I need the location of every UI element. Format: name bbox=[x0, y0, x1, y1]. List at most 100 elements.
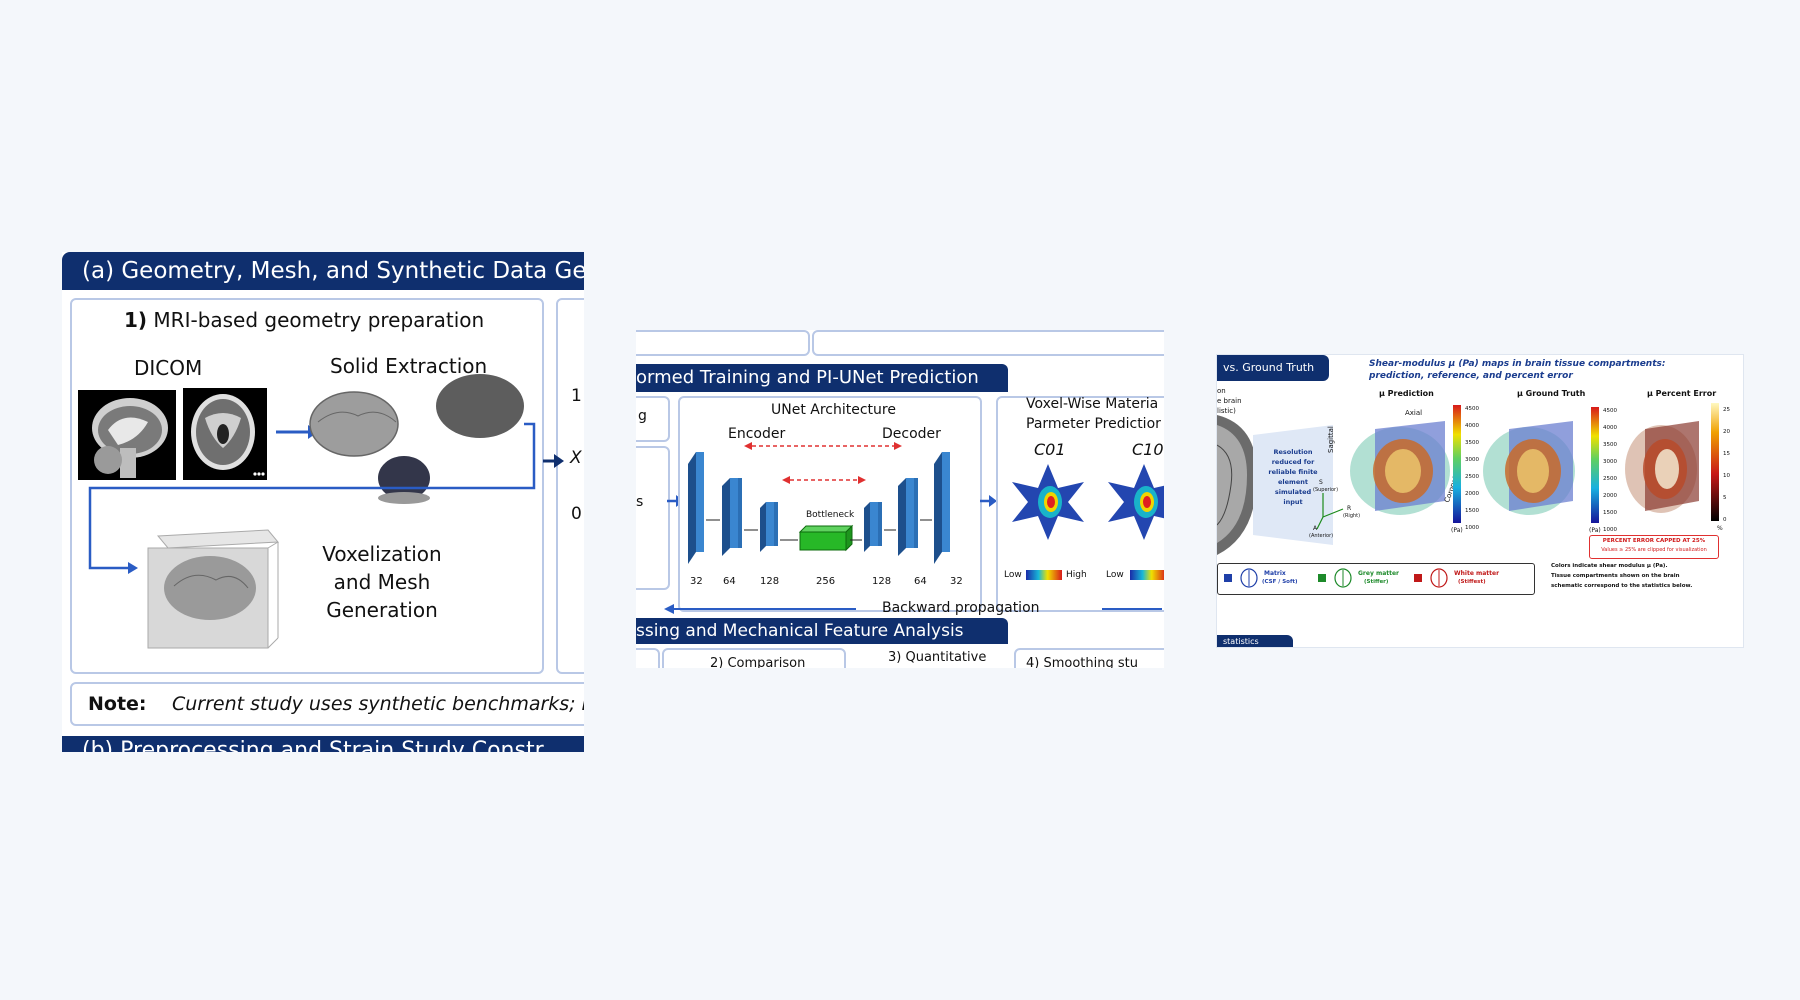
dicom-label: DICOM bbox=[134, 356, 203, 380]
sub-label-quantitative: 3) Quantitative bbox=[888, 650, 987, 665]
channel-label-3: 128 bbox=[760, 576, 780, 587]
colorbar-ground-truth-ticks: 4500 4000 3500 3000 2500 2000 1500 1000 bbox=[1603, 403, 1617, 539]
unet-title: UNet Architecture bbox=[771, 402, 896, 418]
legend-white-sub: (Stiffest) bbox=[1458, 579, 1486, 585]
brain-icon-matrix bbox=[1240, 568, 1258, 588]
col-title-ground-truth: μ Ground Truth bbox=[1517, 389, 1586, 398]
top-box-right bbox=[812, 330, 1164, 356]
resolution-line-1: Resolution bbox=[1273, 448, 1313, 456]
colorbar-2 bbox=[1130, 570, 1164, 580]
error-note-line1: PERCENT ERROR CAPPED AT 25% bbox=[1602, 538, 1706, 544]
legend-grey-name: Grey matter bbox=[1358, 570, 1400, 577]
bottleneck-block bbox=[798, 524, 854, 552]
legend-swatch-grey bbox=[1318, 574, 1326, 582]
resolution-line-6: input bbox=[1283, 498, 1303, 506]
cb1-tick: 3000 bbox=[1465, 457, 1479, 463]
note-text: Current study uses synthetic benchmarks;… bbox=[172, 693, 584, 715]
panel-a-header: (a) Geometry, Mesh, and Synthetic Data G… bbox=[62, 252, 584, 290]
colorbar-prediction bbox=[1453, 405, 1461, 523]
voxel-title-1: Voxel-Wise Materia bbox=[1026, 396, 1159, 412]
legend-note-3: schematic correspond to the statistics b… bbox=[1551, 583, 1693, 589]
bottom-header-text: statistics bbox=[1223, 637, 1259, 646]
step2-partial-1: 1 bbox=[571, 386, 582, 406]
note-label: Note: bbox=[88, 693, 147, 715]
channel-label-6: 64 bbox=[914, 576, 927, 587]
encoder-label: Encoder bbox=[728, 426, 786, 442]
c01-star-map bbox=[1012, 464, 1084, 540]
colorbar-low-1: Low bbox=[1004, 570, 1022, 580]
solid-extraction-label: Solid Extraction bbox=[330, 354, 488, 378]
cb2-tick: 1000 bbox=[1603, 527, 1617, 533]
anatomical-axes bbox=[1316, 493, 1344, 530]
percent-error-brain-map bbox=[1625, 421, 1699, 513]
backward-label: Backward propagation bbox=[882, 600, 1040, 616]
colorbar-percent-error bbox=[1711, 403, 1719, 521]
resolution-line-5: simulated bbox=[1274, 488, 1312, 496]
panel-b-header: ormed Training and PI-UNet Prediction bbox=[636, 364, 1008, 392]
skip-connections bbox=[744, 442, 902, 484]
cb1-tick: 4500 bbox=[1465, 406, 1479, 412]
unet-diagram bbox=[688, 442, 950, 564]
colorbar-high-1: High bbox=[1066, 570, 1087, 580]
colorbar-1 bbox=[1026, 570, 1062, 580]
bottleneck-label: Bottleneck bbox=[806, 510, 855, 520]
axis-r: R bbox=[1347, 505, 1352, 512]
panel-c-title-1: Shear-modulus μ (Pa) maps in brain tissu… bbox=[1369, 359, 1666, 369]
channel-label-7: 32 bbox=[950, 576, 963, 587]
arrow-to-step2 bbox=[543, 454, 564, 468]
sub-label-comparison: 2) Comparison bbox=[710, 656, 806, 668]
step2-partial-0: 0 bbox=[571, 504, 582, 524]
legend-note-1: Colors indicate shear modulus μ (Pa). bbox=[1551, 563, 1668, 569]
resolution-band bbox=[1253, 425, 1333, 545]
panel-b-next-header: (b) Preprocessing and Strain Study Const… bbox=[62, 736, 584, 752]
step2-box-partial bbox=[556, 298, 584, 674]
next-header-text: (b) Preprocessing and Strain Study Const… bbox=[82, 738, 544, 752]
axis-r-sub: (Right) bbox=[1343, 513, 1361, 519]
mri-sagittal-slice bbox=[1217, 415, 1257, 555]
step2-partial-x: X bbox=[570, 448, 582, 468]
top-box-left bbox=[636, 330, 810, 356]
resolution-line-4: element bbox=[1278, 478, 1308, 486]
axis-s: S bbox=[1319, 479, 1323, 486]
panel-b-header-2-text: ssing and Mechanical Feature Analysis bbox=[636, 621, 964, 641]
left-cut-2: e brain bbox=[1217, 397, 1242, 405]
axis-a-sub: (Anterior) bbox=[1309, 533, 1334, 539]
panel-c-header-text: vs. Ground Truth bbox=[1223, 361, 1315, 374]
left-cut-3: listic) bbox=[1217, 407, 1236, 415]
dicom-axial-image bbox=[183, 388, 267, 480]
colorbar-ground-truth-unit: (Pa) bbox=[1589, 527, 1601, 534]
cb1-tick: 2500 bbox=[1465, 474, 1479, 480]
cb2-tick: 3000 bbox=[1603, 459, 1617, 465]
legend-matrix-name: Matrix bbox=[1264, 570, 1286, 577]
legend-swatch-matrix bbox=[1224, 574, 1232, 582]
panel-c-title-2: prediction, reference, and percent error bbox=[1369, 371, 1573, 381]
left-partial-s: s bbox=[636, 494, 644, 510]
brain-icon-grey bbox=[1334, 568, 1352, 588]
left-partial-g: g bbox=[638, 408, 647, 424]
connector-solid-to-voxel bbox=[88, 422, 536, 574]
channel-label-1: 32 bbox=[690, 576, 703, 587]
backward-arrow bbox=[664, 604, 1162, 614]
c10-label: C10 bbox=[1132, 440, 1164, 459]
sub-box-1 bbox=[636, 648, 660, 668]
left-partial-box2 bbox=[636, 446, 670, 590]
panel-b-header-2: ssing and Mechanical Feature Analysis bbox=[636, 618, 1008, 644]
sub-box-4 bbox=[1014, 648, 1164, 668]
voxelization-line2: and Mesh bbox=[333, 570, 431, 594]
cb1-tick: 1500 bbox=[1465, 508, 1479, 514]
panel-a-geometry: (a) Geometry, Mesh, and Synthetic Data G… bbox=[62, 252, 584, 752]
c01-label: C01 bbox=[1034, 440, 1066, 459]
colorbar-low-2: Low bbox=[1106, 570, 1124, 580]
decoder-label: Decoder bbox=[882, 426, 941, 442]
ground-truth-brain-map bbox=[1483, 421, 1575, 515]
cb2-tick: 3500 bbox=[1603, 442, 1617, 448]
axis-s-sub: (Superior) bbox=[1313, 487, 1339, 493]
brain-icon-white bbox=[1430, 568, 1448, 588]
voxelization-label: Voxelization and Mesh Generation bbox=[302, 540, 462, 624]
sub-box-2 bbox=[662, 648, 846, 668]
col-title-prediction: μ Prediction bbox=[1379, 389, 1434, 398]
c10-star-map bbox=[1108, 464, 1164, 540]
panel-c-header: vs. Ground Truth bbox=[1217, 355, 1329, 381]
legend-white-name: White matter bbox=[1454, 570, 1500, 577]
cb2-tick: 4500 bbox=[1603, 408, 1617, 414]
